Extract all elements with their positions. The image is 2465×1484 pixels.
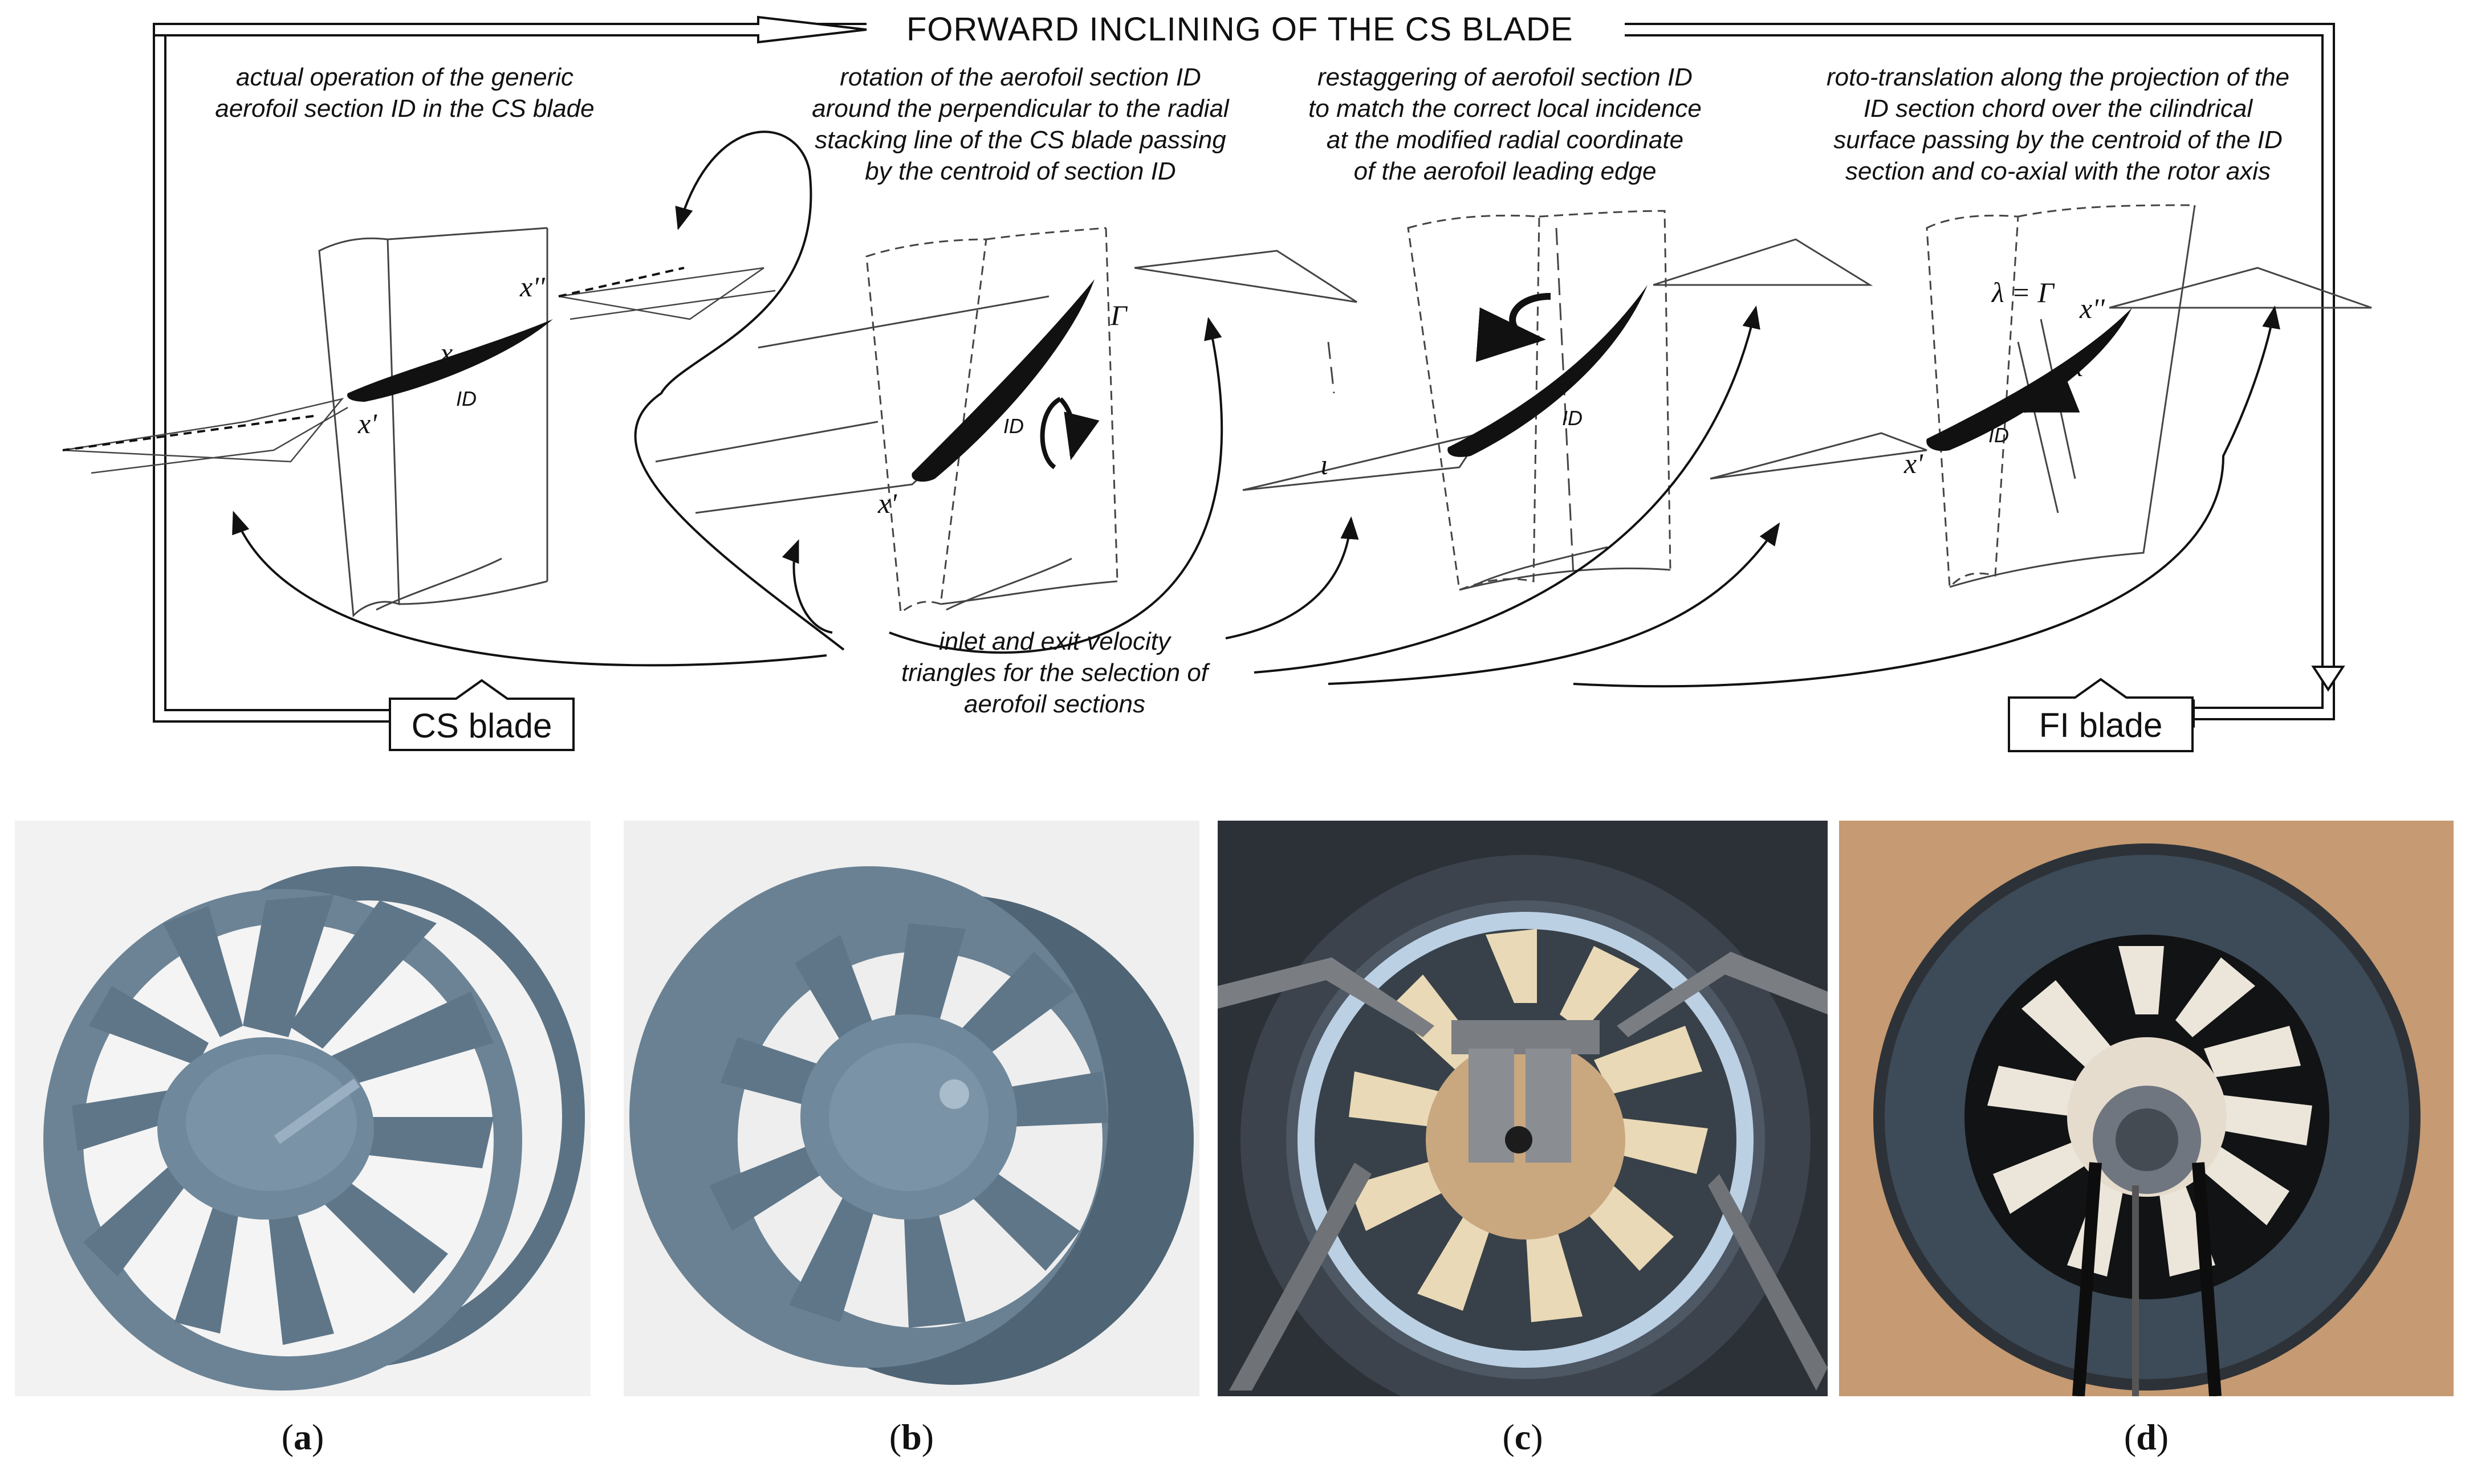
- velocity-pointer-arrows: [232, 131, 2280, 688]
- panel-label-a: (a): [281, 1417, 324, 1457]
- fan-cad-image-a: [43, 866, 585, 1391]
- fi-blade-box: FI blade: [2039, 706, 2163, 744]
- blade-cs-sketch: [318, 227, 548, 618]
- blade-rotated-sketch: [655, 227, 1357, 614]
- symbol-x-4: x: [2070, 350, 2083, 382]
- fan-cad-image-b: [629, 866, 1194, 1385]
- panel-d-photo: [1839, 821, 2454, 1396]
- panel-label-c: (c): [1502, 1417, 1543, 1457]
- label-id-4: ID: [1988, 423, 2009, 447]
- panel-label-d: (d): [2124, 1417, 2169, 1457]
- fan-photo-d: [1839, 821, 2454, 1396]
- symbol-x: x: [440, 337, 453, 369]
- caption-step-3: restaggering of aerofoil section ID to m…: [1308, 63, 1702, 185]
- symbol-iota: ι: [1320, 449, 1328, 480]
- fan-photo-c: [1218, 821, 1828, 1396]
- symbol-x-prime-4: x': [1903, 447, 1923, 479]
- aerofoil-section-2: [912, 279, 1095, 482]
- symbol-x-prime: x': [357, 407, 377, 439]
- aerofoil-section-1: [347, 319, 553, 402]
- symbol-gamma: Γ: [1110, 299, 1128, 331]
- panel-c-photo: [1218, 821, 1828, 1396]
- aerofoil-section-4: [1926, 308, 2132, 451]
- aerofoil-section-3: [1447, 285, 1648, 457]
- panel-a-cad-render: [15, 821, 591, 1396]
- caption-step-2: rotation of the aerofoil section ID arou…: [812, 63, 1229, 185]
- cs-blade-box: CS blade: [411, 706, 552, 745]
- cs-blade-box-shape: [389, 679, 575, 751]
- velocity-triangles-1: [62, 267, 776, 474]
- symbol-x-dprime: x'': [519, 271, 546, 303]
- label-id-2: ID: [1003, 414, 1024, 438]
- caption-step-1: actual operation of the generic aerofoil…: [215, 63, 595, 123]
- symbol-x-dprime-4: x'': [2079, 292, 2105, 324]
- symbol-lambda: λ = Γ: [1991, 276, 2055, 308]
- caption-step-4: roto-translation along the projection of…: [1826, 63, 2290, 185]
- process-diagram: x'' x x' ID ID x' Γ ID ι λ = Γ x'' x x' …: [62, 15, 2372, 728]
- symbol-x-prime-2: x': [877, 487, 897, 519]
- panel-label-b: (b): [889, 1417, 934, 1457]
- diagram-title: FORWARD INCLINING OF THE CS BLADE: [906, 11, 1573, 48]
- rotation-arrow-2: [1043, 397, 1074, 467]
- roto-translation-arrow: [2018, 370, 2080, 413]
- restagger-arrow-3: [1475, 293, 1551, 362]
- panel-b-cad-render: [624, 821, 1199, 1396]
- blade-fi-sketch: [1710, 204, 2372, 589]
- title-arrow-left: [153, 15, 867, 44]
- caption-velocity-triangles: inlet and exit velocity triangles for th…: [901, 627, 1209, 718]
- fi-blade-box-shape: [2008, 678, 2194, 752]
- label-id-3: ID: [1562, 406, 1583, 430]
- label-id-1: ID: [456, 387, 477, 410]
